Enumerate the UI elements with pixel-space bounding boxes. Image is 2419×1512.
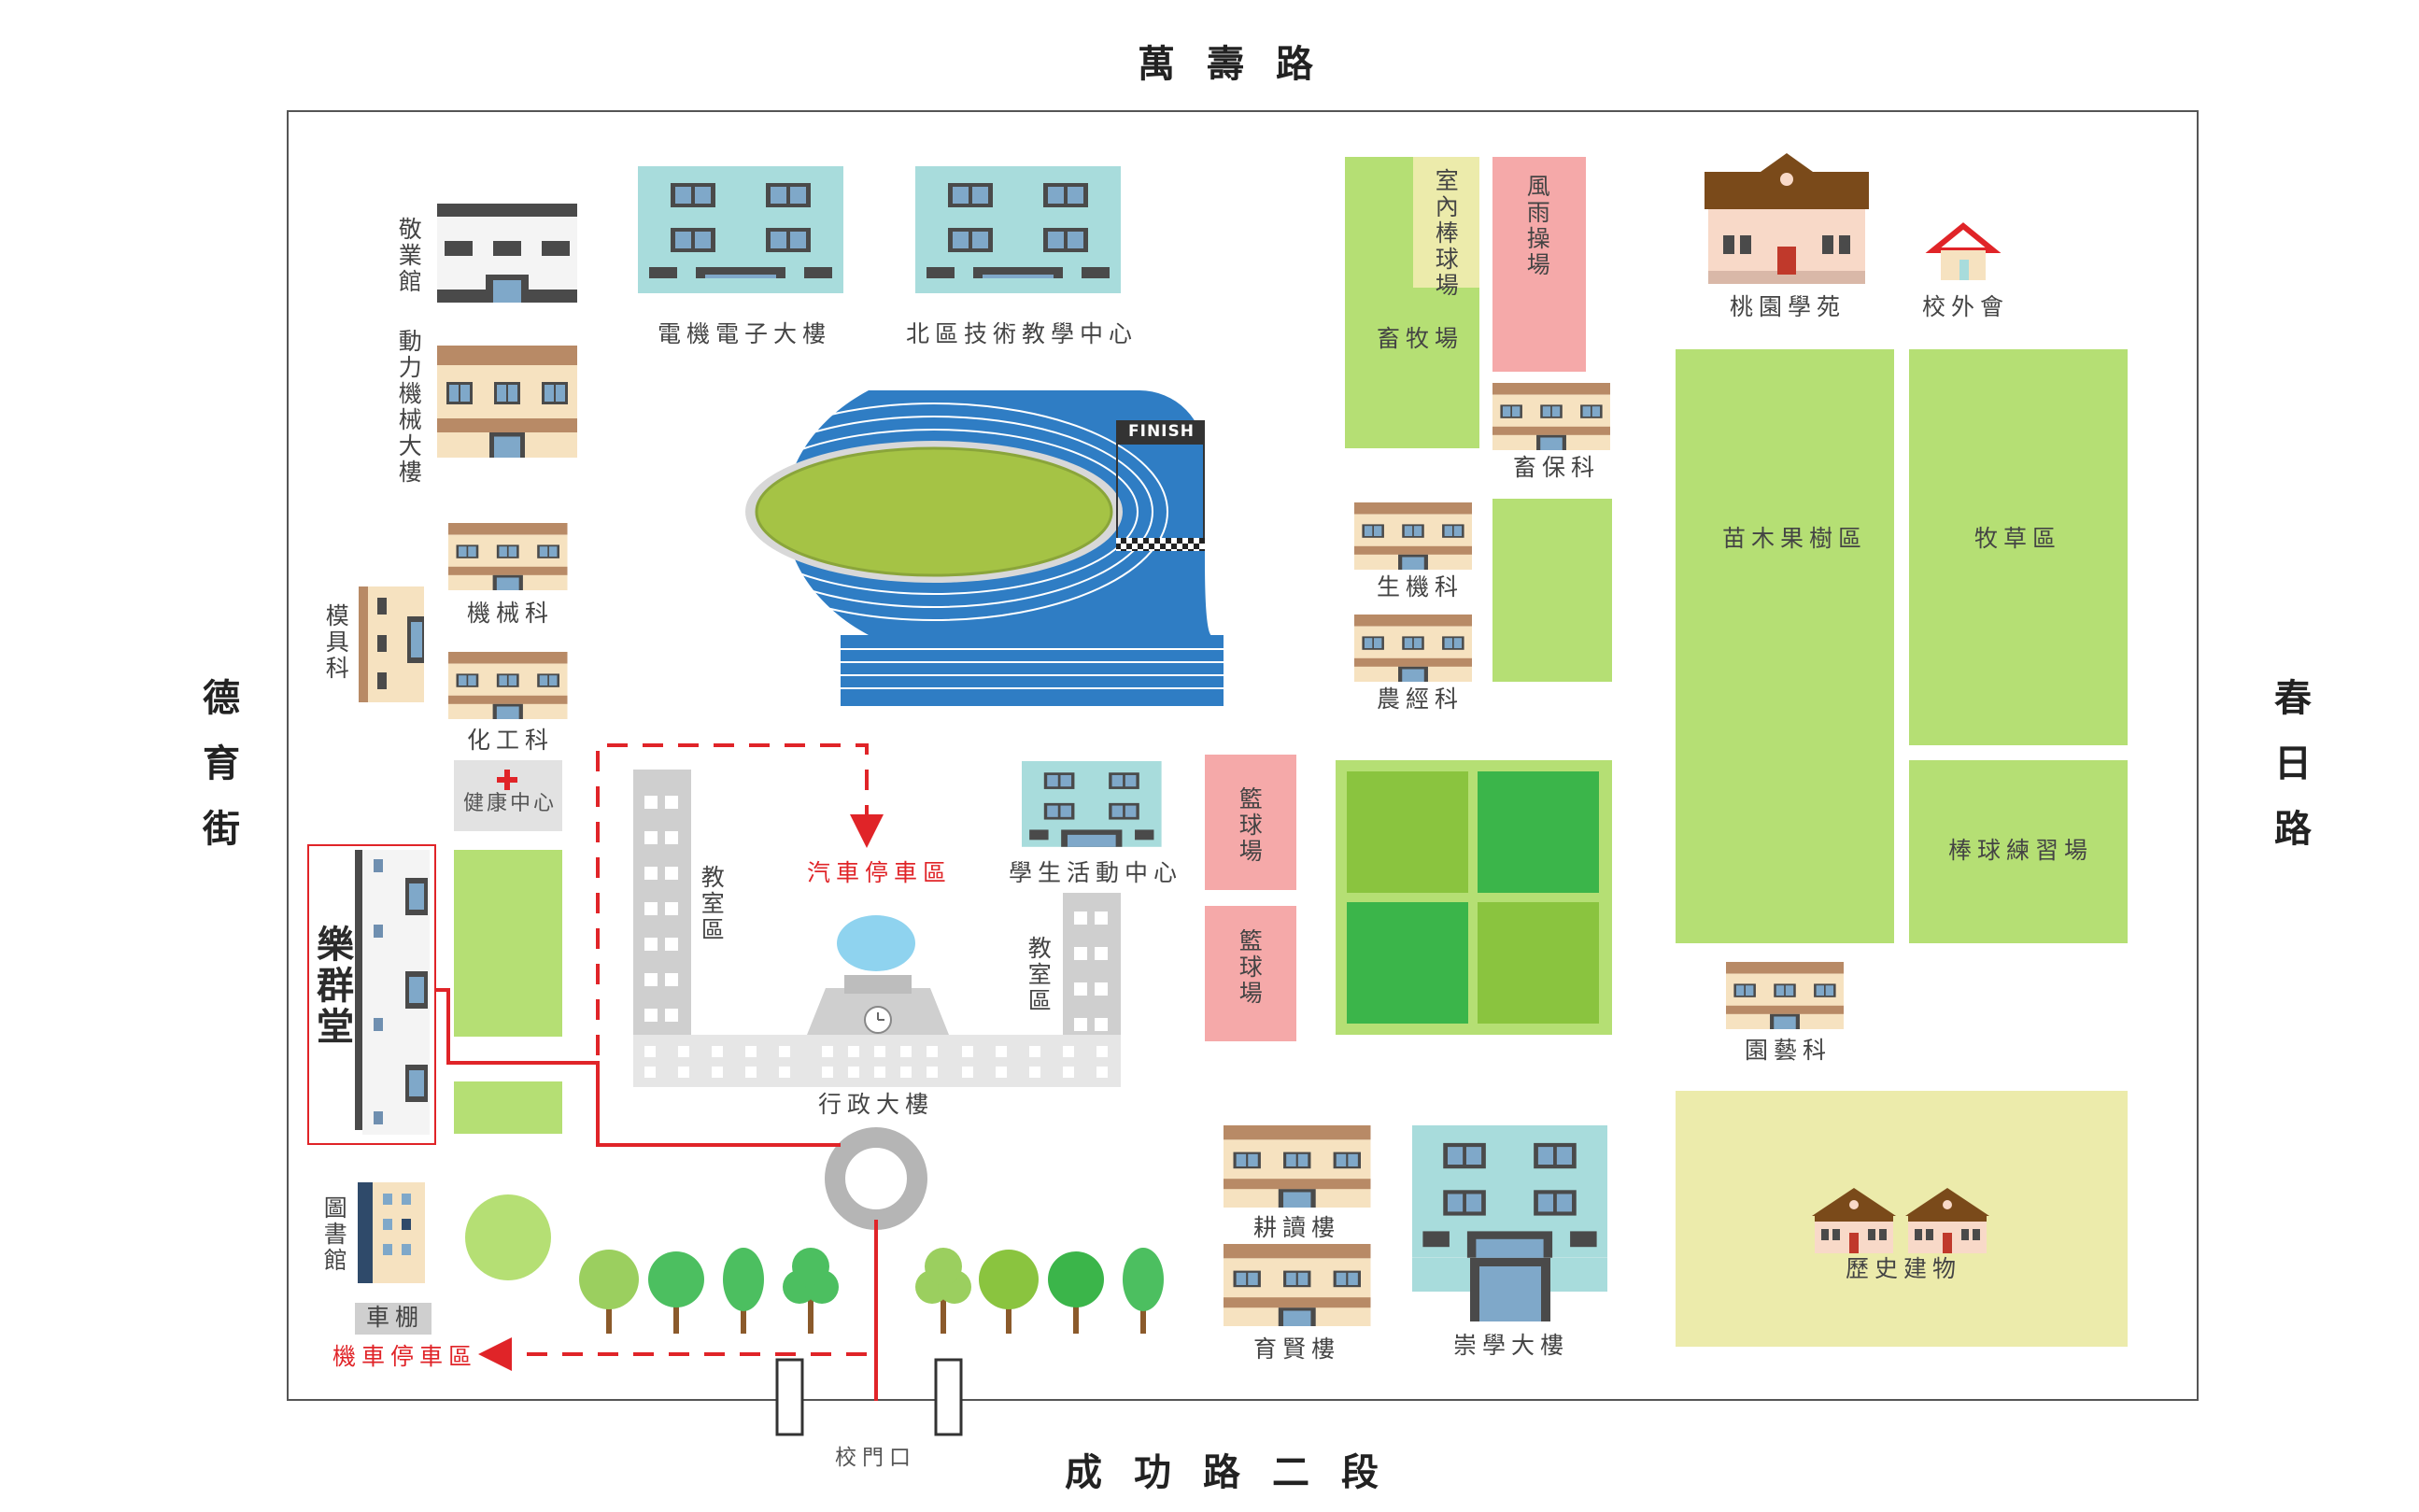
- main-red-route: [435, 988, 841, 1147]
- label-dianji: 電機電子大樓: [658, 320, 832, 347]
- label-library: 圖書館: [320, 1195, 348, 1274]
- street-east: 春日路: [2268, 678, 2311, 874]
- huagongke-building: [448, 652, 568, 719]
- label-dongli: 動力機械大樓: [395, 329, 423, 486]
- label-classroom-right: 教室區: [1025, 936, 1053, 1014]
- basketball-court-2: [1205, 906, 1296, 1041]
- tree-row: [579, 1248, 1164, 1334]
- label-car-parking: 汽車停車區: [807, 859, 953, 886]
- label-yuxian: 育賢樓: [1253, 1335, 1341, 1363]
- label-student-center: 學生活動中心: [1009, 859, 1183, 886]
- label-alumni: 校外會: [1922, 293, 2010, 320]
- label-classroom-left: 教室區: [698, 865, 726, 943]
- gate-post-left: [775, 1358, 804, 1436]
- chongxue-building: [1412, 1125, 1607, 1258]
- orchard-field: [1676, 349, 1894, 943]
- label-nongjingke: 農經科: [1377, 685, 1464, 713]
- street-south: 成功路二段: [1065, 1451, 1410, 1494]
- beiqu-building: [915, 166, 1121, 292]
- west-field-upper: [454, 850, 562, 1037]
- library-building: [358, 1182, 425, 1283]
- label-xubaoke: 畜保科: [1513, 454, 1601, 481]
- label-mojuke: 模具科: [322, 603, 350, 682]
- moto-parking-arrow-icon: [478, 1337, 512, 1371]
- street-west: 德育街: [196, 678, 239, 874]
- running-track: [700, 390, 1224, 706]
- label-admin: 行政大樓: [818, 1091, 935, 1118]
- label-health: 健康中心: [463, 792, 558, 815]
- finish-banner: [1116, 420, 1205, 445]
- label-beiqu: 北區技術教學中心: [906, 320, 1139, 347]
- label-basketball-2: 籃球場: [1236, 928, 1264, 1007]
- taoyuan-building: [1705, 153, 1869, 284]
- roundabout: [825, 1127, 927, 1230]
- label-huagongke: 化工科: [467, 727, 555, 754]
- campus-boundary: [287, 110, 2199, 1401]
- gate-post-right: [934, 1358, 963, 1436]
- house-icon: [1925, 222, 2002, 280]
- label-indoor-baseball: 室內棒球場: [1432, 168, 1460, 299]
- history-area: [1676, 1091, 2128, 1347]
- sports-field-grid: [1336, 760, 1612, 1035]
- label-history: 歷史建物: [1846, 1255, 1962, 1282]
- car-parking-dashed-route: [596, 743, 869, 1055]
- label-chongxue: 崇學大樓: [1453, 1332, 1570, 1359]
- jingye-building: [437, 204, 577, 303]
- baseball-practice-field: [1909, 760, 2128, 943]
- label-jingye: 敬業館: [395, 217, 423, 295]
- mojuke-building: [359, 586, 424, 702]
- west-field-lower: [454, 1081, 562, 1134]
- label-taoyuan: 桃園學苑: [1730, 293, 1846, 320]
- label-baseball-practice: 棒球練習場: [1948, 837, 2094, 864]
- bike-shed-block: [355, 1303, 431, 1335]
- label-lequn: 樂群堂: [310, 925, 353, 1048]
- label-basketball-1: 籃球場: [1236, 786, 1264, 865]
- label-finish: FINISH: [1128, 422, 1195, 441]
- label-gengdu: 耕讀樓: [1253, 1214, 1341, 1241]
- dianji-building: [638, 166, 843, 292]
- pasture-field: [1909, 349, 2128, 745]
- dongli-building: [437, 346, 577, 458]
- xubaoke-building: [1492, 383, 1610, 450]
- label-gate: 校門口: [835, 1446, 916, 1470]
- gengdu-building: [1224, 1125, 1371, 1208]
- classroom-left-building: [633, 770, 691, 1040]
- label-orchard: 苗木果樹區: [1722, 525, 1868, 552]
- nongjingke-building: [1354, 615, 1472, 682]
- basketball-court-1: [1205, 755, 1296, 890]
- classroom-right-building: [1063, 893, 1121, 1040]
- indoor-baseball-area: [1413, 157, 1479, 288]
- fountain: [837, 915, 915, 971]
- label-pasture: 牧草區: [1974, 525, 2062, 552]
- street-north: 萬壽路: [1138, 43, 1345, 86]
- label-rain-playground: 風雨操場: [1523, 174, 1551, 278]
- label-moto-parking: 機車停車區: [332, 1343, 478, 1370]
- shengjike-building: [1354, 502, 1472, 570]
- jixieke-building: [448, 523, 568, 590]
- label-shengjike: 生機科: [1377, 573, 1464, 601]
- small-green-field: [1492, 499, 1612, 682]
- student-center-building: [1022, 761, 1162, 847]
- yuanyike-building: [1726, 962, 1844, 1029]
- admin-building: [633, 975, 1121, 1087]
- label-shed: 車棚: [366, 1304, 425, 1331]
- label-livestock: 畜牧場: [1377, 325, 1464, 352]
- label-jixieke: 機械科: [467, 600, 555, 627]
- yuxian-building: [1224, 1244, 1371, 1326]
- lequn-building: [355, 850, 430, 1135]
- rain-playground-area: [1492, 157, 1586, 372]
- label-yuanyike: 園藝科: [1745, 1037, 1832, 1064]
- round-bush: [465, 1194, 551, 1280]
- car-parking-arrow-icon: [850, 814, 884, 848]
